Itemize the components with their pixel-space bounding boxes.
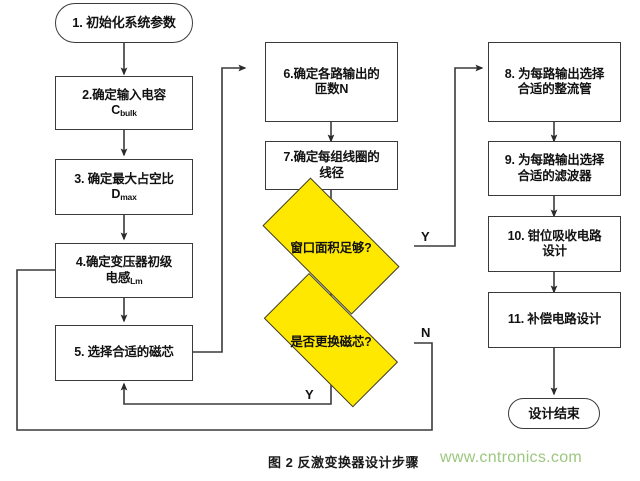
node-step-7-line2: 线径 [319, 165, 344, 180]
node-step-10-line2: 设计 [542, 244, 567, 258]
node-decision-change-core[interactable]: 是否更换磁芯? [242, 273, 420, 407]
node-step-2-line1: 2.确定输入电容 [82, 87, 166, 102]
node-step-4[interactable]: 4.确定变压器初级 电感Lm [55, 243, 193, 298]
node-decision-window-area[interactable]: 窗口面积足够? [242, 177, 420, 315]
node-step-2[interactable]: 2.确定输入电容 Cbulk [55, 76, 193, 130]
node-step-3-sub: max [120, 192, 137, 203]
node-step-7-line1: 7.确定每组线圈的 [283, 150, 380, 165]
node-step-11-label: 11. 补偿电路设计 [507, 312, 602, 327]
node-step-10-line1: 10. 钳位吸收电路 [507, 228, 602, 243]
node-decision-change-core-label: 是否更换磁芯? [290, 334, 372, 349]
node-step-6[interactable]: 6.确定各路输出的 匝数N [265, 42, 398, 122]
node-step-8-line1: 8. 为每路输出选择 [504, 66, 605, 81]
branch-label-d2-yes: Y [305, 387, 314, 402]
node-end-label: 设计结束 [528, 405, 580, 421]
branch-label-d2-no: N [421, 325, 431, 340]
node-step-7[interactable]: 7.确定每组线圈的 线径 [265, 141, 398, 190]
node-step-2-sub: bulk [120, 108, 137, 119]
node-step-2-line2: C [111, 103, 121, 117]
site-watermark: www.cntronics.com [440, 449, 583, 466]
figure-caption: 图 2 反激变换器设计步骤 [268, 455, 419, 470]
node-step-4-sub: Lm [130, 275, 143, 286]
node-step-8-line2: 合适的整流管 [517, 82, 592, 96]
node-end[interactable]: 设计结束 [508, 398, 600, 429]
edge-5-to-6 [193, 64, 247, 353]
node-step-4-line1: 4.确定变压器初级 [75, 255, 173, 270]
node-step-9[interactable]: 9. 为每路输出选择 合适的滤波器 [488, 141, 621, 196]
node-step-3-line2: D [111, 187, 121, 201]
node-step-6-line1: 6.确定各路输出的 [283, 66, 380, 81]
node-step-9-line2: 合适的滤波器 [517, 168, 592, 183]
branch-label-d1-yes: Y [421, 229, 430, 244]
node-step-5-label: 5. 选择合适的磁芯 [74, 345, 174, 360]
node-start[interactable]: 1. 初始化系统参数 [55, 3, 193, 43]
node-start-label: 1. 初始化系统参数 [72, 15, 176, 31]
node-step-4-line2: 电感 [105, 270, 131, 285]
edge-d1-yes-to-8 [414, 64, 484, 247]
node-step-8[interactable]: 8. 为每路输出选择 合适的整流管 [488, 42, 621, 122]
node-step-3[interactable]: 3. 确定最大占空比 Dmax [55, 159, 193, 215]
node-step-9-line1: 9. 为每路输出选择 [504, 153, 605, 168]
node-decision-window-area-label: 窗口面积足够? [290, 240, 372, 255]
node-step-6-line2: 匝数N [314, 82, 349, 96]
node-step-10[interactable]: 10. 钳位吸收电路 设计 [488, 216, 621, 272]
node-step-3-line1: 3. 确定最大占空比 [74, 171, 174, 186]
node-step-5[interactable]: 5. 选择合适的磁芯 [55, 325, 193, 381]
node-step-11[interactable]: 11. 补偿电路设计 [488, 292, 621, 348]
